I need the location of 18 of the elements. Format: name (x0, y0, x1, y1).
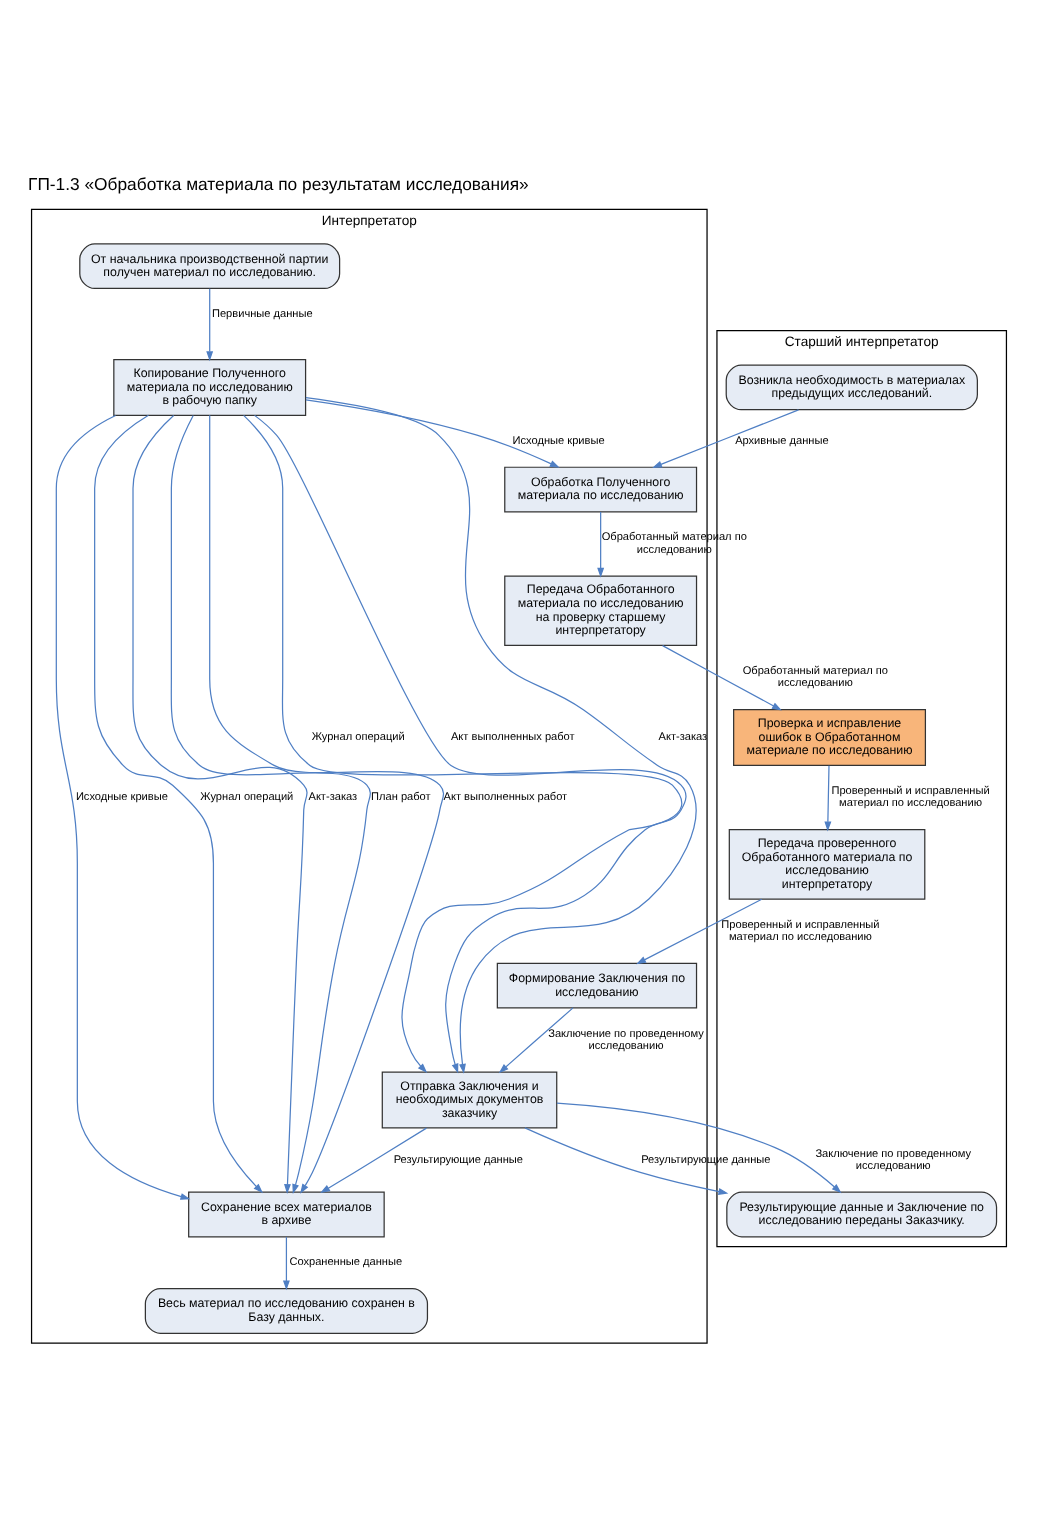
arrow (305, 398, 560, 467)
arrow (320, 1126, 428, 1193)
arrow (206, 287, 214, 361)
arrow (170, 413, 371, 1193)
arrow (282, 1235, 290, 1290)
arrow (498, 1006, 574, 1073)
arrow (556, 1101, 842, 1193)
arrow (824, 764, 832, 831)
arrow (597, 510, 605, 577)
arrow (524, 1126, 729, 1194)
arrow (132, 413, 308, 1194)
diagram-title: ГП-1.3 «Обработка материала по результатам исследования» (28, 172, 529, 193)
arrow (661, 644, 782, 710)
arrow (94, 413, 264, 1193)
arrow (652, 408, 800, 467)
arrow (55, 413, 191, 1199)
arrow (636, 897, 763, 964)
arrow (209, 413, 445, 1193)
